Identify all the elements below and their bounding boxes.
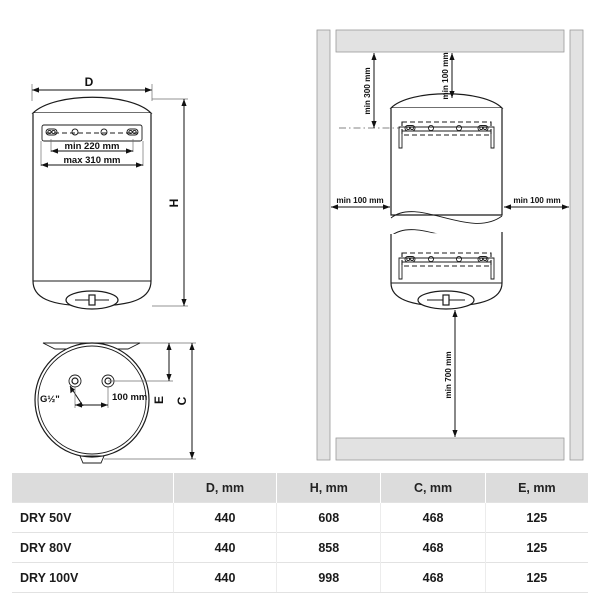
cell-d: 440 bbox=[173, 562, 278, 593]
dimension-ceiling-100: min 100 mm bbox=[441, 52, 455, 100]
heater-installation-bottom bbox=[390, 232, 503, 310]
specifications-table: D, mm H, mm C, mm E, mm DRY 50V 440 608 … bbox=[12, 473, 588, 593]
dimension-bracket-max: max 310 mm bbox=[40, 141, 144, 168]
cell-c: 468 bbox=[380, 502, 486, 533]
dimension-wall-left-100: min 100 mm bbox=[331, 196, 390, 210]
cell-c: 468 bbox=[380, 532, 486, 563]
header-e: E, mm bbox=[485, 473, 588, 503]
dimension-c: C bbox=[175, 343, 195, 459]
ceiling-bar bbox=[335, 29, 565, 53]
bracket-min-label: min 220 mm bbox=[65, 141, 120, 152]
cell-h: 998 bbox=[276, 562, 382, 593]
mounting-bracket-installation-bottom bbox=[398, 252, 495, 280]
dimension-port-spacing: 100 mm bbox=[74, 387, 147, 408]
header-model bbox=[12, 473, 174, 503]
installation-view-group: min 300 mm min 100 mm min 100 mm bbox=[316, 29, 584, 461]
floor-bar bbox=[335, 437, 565, 461]
cell-e: 125 bbox=[485, 562, 588, 593]
header-h: H, mm bbox=[276, 473, 382, 503]
bottom-view-group: G½" 100 mm E bbox=[34, 342, 196, 464]
mounting-bracket-front bbox=[41, 124, 143, 142]
header-c: C, mm bbox=[380, 473, 486, 503]
cell-model: DRY 80V bbox=[12, 532, 174, 563]
header-d: D, mm bbox=[173, 473, 278, 503]
table-header-row: D, mm H, mm C, mm E, mm bbox=[12, 473, 588, 503]
dimension-d-label: D bbox=[85, 75, 94, 89]
bracket-slot-right-install-bottom bbox=[477, 256, 489, 263]
thread-label-leader: G½" bbox=[40, 385, 84, 407]
bracket-max-label: max 310 mm bbox=[63, 155, 120, 166]
heater-installation-top bbox=[389, 93, 504, 216]
wall-left bbox=[316, 29, 331, 461]
wall-left-100-label: min 100 mm bbox=[336, 196, 383, 205]
table-row: DRY 100V 440 998 468 125 bbox=[12, 562, 588, 593]
wall-right bbox=[569, 29, 584, 461]
flange-bar bbox=[42, 342, 141, 350]
floor-700-label: min 700 mm bbox=[444, 351, 453, 398]
dimension-e-label: E bbox=[152, 396, 166, 404]
cell-h: 858 bbox=[276, 532, 382, 563]
dimension-ceiling-300: min 300 mm bbox=[363, 53, 377, 128]
bracket-slot-left bbox=[45, 128, 58, 136]
port-spacing-label: 100 mm bbox=[112, 392, 147, 403]
cell-e: 125 bbox=[485, 532, 588, 563]
drawings-canvas: D bbox=[31, 29, 584, 464]
dimension-wall-right-100: min 100 mm bbox=[504, 196, 569, 210]
ceiling-100-label: min 100 mm bbox=[441, 52, 450, 99]
table-row: DRY 50V 440 608 468 125 bbox=[12, 502, 588, 533]
cell-c: 468 bbox=[380, 562, 486, 593]
bracket-slot-right-install bbox=[477, 125, 489, 132]
dimension-e: E bbox=[152, 343, 172, 404]
cell-h: 608 bbox=[276, 502, 382, 533]
tank-bottom-circle bbox=[34, 342, 150, 458]
wall-right-100-label: min 100 mm bbox=[513, 196, 560, 205]
heater-front-view bbox=[31, 96, 153, 310]
table-row: DRY 80V 440 858 468 125 bbox=[12, 532, 588, 563]
dimension-h: H bbox=[167, 99, 187, 306]
cell-model: DRY 50V bbox=[12, 502, 174, 533]
thread-label: G½" bbox=[40, 394, 60, 405]
mounting-bracket-installation-top bbox=[339, 121, 495, 149]
cell-d: 440 bbox=[173, 502, 278, 533]
cell-e: 125 bbox=[485, 502, 588, 533]
dimension-bracket-min: min 220 mm bbox=[50, 139, 134, 154]
bracket-slot-left-install bbox=[404, 125, 416, 132]
dimension-d: D bbox=[31, 75, 153, 101]
dimension-c-label: C bbox=[175, 396, 189, 405]
ceiling-300-label: min 300 mm bbox=[363, 67, 372, 114]
bracket-slot-left-install-bottom bbox=[404, 256, 416, 263]
dimension-h-label: H bbox=[167, 199, 181, 208]
cell-d: 440 bbox=[173, 532, 278, 563]
front-view-group: D bbox=[31, 75, 188, 310]
dimension-floor-700: min 700 mm bbox=[444, 310, 458, 437]
bracket-slot-right bbox=[126, 128, 139, 136]
cell-model: DRY 100V bbox=[12, 562, 174, 593]
